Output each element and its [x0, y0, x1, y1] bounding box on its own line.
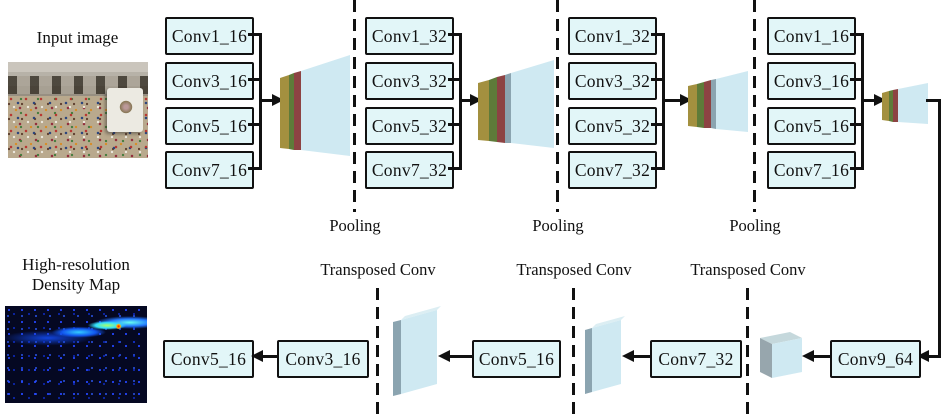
feature-block-3	[688, 71, 748, 132]
decoder-box-5: Conv9_64	[830, 340, 921, 378]
density-map-label-line2: Density Map	[31, 275, 121, 294]
pooling-divider-1	[352, 0, 356, 212]
connector-stub	[448, 77, 462, 81]
arrow-left-icon	[250, 349, 263, 362]
conv-box-col4-row2: Conv3_16	[767, 62, 856, 100]
connector-stub	[651, 122, 665, 126]
pooling-label-1: Pooling	[329, 216, 381, 235]
connector-stub	[248, 77, 262, 81]
conv-box-col3-row3: Conv5_32	[568, 107, 657, 145]
connector-stub	[248, 166, 262, 170]
transposed-conv-label-1: Transposed Conv	[320, 260, 436, 279]
feature-block-2	[478, 60, 554, 148]
arrow-line	[813, 354, 831, 358]
transposed-divider-3	[745, 288, 749, 414]
arrow-line	[662, 98, 681, 102]
pooling-divider-3	[752, 0, 756, 212]
connector-stub	[850, 166, 864, 170]
connector-stub	[448, 166, 462, 170]
arrow-line	[262, 354, 278, 358]
density-map-label-line1: High-resolution	[22, 255, 130, 274]
connector-stub	[651, 32, 665, 36]
crowd-texture	[8, 96, 148, 158]
conv-box-col2-row1: Conv1_32	[365, 17, 454, 55]
conv-box-col1-row1: Conv1_16	[165, 17, 254, 55]
connector-stub	[850, 77, 864, 81]
arrow-left-icon	[622, 349, 634, 362]
conv-box-col3-row4: Conv7_32	[568, 151, 657, 189]
input-image-label: Input image	[36, 28, 119, 47]
conv-box-col2-row4: Conv7_32	[365, 151, 454, 189]
conv-box-col1-row2: Conv3_16	[165, 62, 254, 100]
decoder-feature-cube	[760, 332, 802, 378]
connector-stub	[850, 122, 864, 126]
conv-box-col3-row2: Conv3_32	[568, 62, 657, 100]
decoder-box-2: Conv3_16	[277, 340, 369, 378]
skip-line-vertical	[937, 98, 941, 358]
conv-box-col3-row1: Conv1_32	[568, 17, 657, 55]
feature-block-4	[882, 83, 928, 124]
arrow-line	[459, 98, 471, 102]
arrow-line	[861, 98, 875, 102]
connector-stub	[448, 122, 462, 126]
transposed-conv-label-2: Transposed Conv	[516, 260, 632, 279]
connector-stub	[448, 32, 462, 36]
arrow-line	[633, 354, 651, 358]
arrow-left-icon	[438, 349, 450, 362]
density-map-image	[5, 306, 147, 403]
decoder-box-4: Conv7_32	[650, 340, 742, 378]
pooling-label-3: Pooling	[729, 216, 781, 235]
arrow-line	[449, 354, 473, 358]
conv-box-col4-row4: Conv7_16	[767, 151, 856, 189]
decoder-box-1: Conv5_16	[163, 340, 254, 378]
arrow-line	[259, 98, 273, 102]
connector-stub	[651, 77, 665, 81]
skip-line-horizontal-bottom	[929, 354, 940, 358]
conv-box-col2-row3: Conv5_32	[365, 107, 454, 145]
decoder-feature-slab-1	[393, 306, 441, 396]
van-logo	[119, 100, 133, 114]
connector-stub	[651, 166, 665, 170]
decoder-box-3: Conv5_16	[472, 340, 561, 378]
pooling-label-2: Pooling	[532, 216, 584, 235]
conv-box-col2-row2: Conv3_32	[365, 62, 454, 100]
connector-stub	[850, 32, 864, 36]
decoder-feature-slab-2	[585, 316, 625, 394]
input-image-photo	[8, 62, 148, 158]
conv-box-col1-row3: Conv5_16	[165, 107, 254, 145]
feature-block-1	[280, 55, 350, 156]
conv-box-col1-row4: Conv7_16	[165, 151, 254, 189]
transposed-conv-label-3: Transposed Conv	[690, 260, 806, 279]
skip-line-horizontal-top	[926, 98, 941, 102]
connector-stub	[248, 32, 262, 36]
conv-box-col4-row3: Conv5_16	[767, 107, 856, 145]
transposed-divider-2	[571, 288, 575, 414]
conv-box-col4-row1: Conv1_16	[767, 17, 856, 55]
connector-stub	[248, 122, 262, 126]
transposed-divider-1	[375, 288, 379, 414]
arrow-left-icon	[802, 349, 814, 362]
pooling-divider-2	[555, 0, 559, 212]
